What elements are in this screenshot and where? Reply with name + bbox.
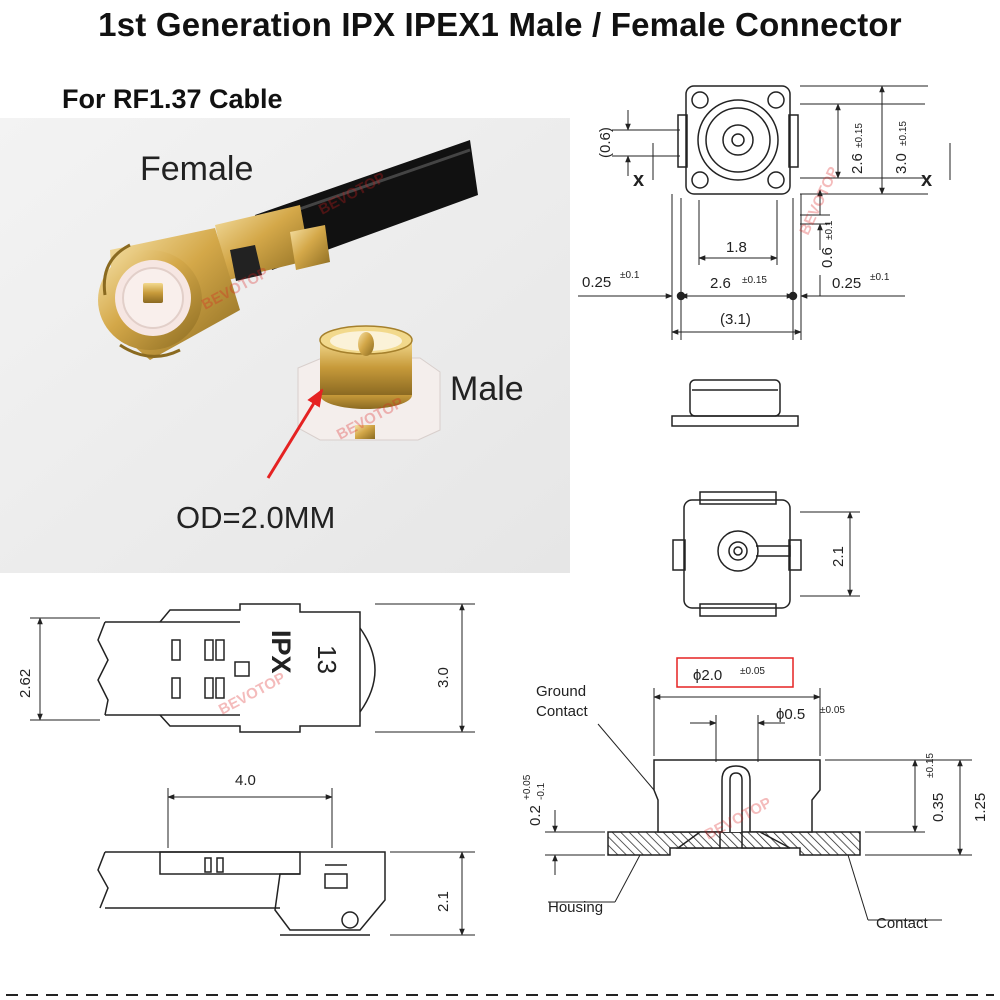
dim-2-6-vertical: 2.6 [849, 153, 866, 174]
page-title: 1st Generation IPX IPEX1 Male / Female C… [98, 6, 902, 43]
contact-label: Contact [876, 915, 929, 932]
male-connector [297, 325, 441, 441]
tol-0-2-plus: +0.05 [522, 774, 533, 800]
tol-0-25-left: ±0.1 [620, 270, 640, 281]
od-label: OD=2.0MM [176, 500, 335, 535]
watermark: BEVOTOP [796, 164, 842, 237]
dim-0-6-paren: (0.6) [597, 127, 614, 158]
female-connector [98, 140, 478, 360]
tol-3-0-vertical: ±0.15 [898, 121, 909, 146]
top-view-dimensions [578, 85, 951, 340]
dim-2-1-plug-side: 2.1 [435, 891, 452, 912]
dim-0-2: 0.2 [527, 805, 544, 826]
receptacle-side-view [671, 379, 799, 427]
housing-label: Housing [548, 899, 603, 916]
dim-0-25-right: 0.25 [832, 275, 861, 292]
dim-4-0: 4.0 [235, 772, 256, 789]
receptacle-bottom-view [672, 491, 802, 617]
page-subtitle: For RF1.37 Cable [62, 84, 283, 114]
plug-side-dimensions [167, 788, 475, 936]
tol-2-6-vertical: ±0.15 [854, 123, 865, 148]
dim-2-1-bottom-view: 2.1 [830, 546, 847, 567]
tol-2-6-horizontal: ±0.15 [742, 275, 767, 286]
plug-marking-13: 13 [312, 645, 342, 674]
male-label: Male [450, 370, 524, 408]
dim-0-6-vertical: 0.6 [819, 247, 836, 268]
dim-3-0-vertical: 3.0 [893, 153, 910, 174]
dim-1-8: 1.8 [726, 239, 747, 256]
tol-0-25-right: ±0.1 [870, 272, 890, 283]
dim-2-6-horizontal: 2.6 [710, 275, 731, 292]
tol-0-2-minus: -0.1 [536, 782, 547, 800]
dim-0-25-left: 0.25 [582, 274, 611, 291]
dim-3-0-plug: 3.0 [435, 667, 452, 688]
phi-2-0-highlight [676, 657, 794, 688]
tol-0-35: ±0.15 [925, 753, 936, 778]
plug-side-view [97, 851, 386, 936]
dim-phi-2-0: ϕ2.0 [693, 667, 722, 684]
section-mark-x-left: x [633, 169, 644, 191]
plug-top-view [97, 603, 376, 733]
section-dimensions [545, 688, 972, 921]
bottom-view-dimensions [800, 511, 860, 597]
plug-marking-ipx: IPX [266, 630, 296, 674]
dim-3-1: (3.1) [720, 311, 751, 328]
tol-phi-2-0: ±0.05 [740, 666, 765, 677]
dim-0-35: 0.35 [930, 793, 947, 822]
plug-top-dimensions [30, 603, 475, 733]
female-label: Female [140, 150, 253, 188]
tol-0-6-vertical: ±0.1 [824, 220, 835, 240]
dim-2-62: 2.62 [17, 669, 34, 698]
od-arrow [266, 388, 324, 479]
section-mark-x-right: x [921, 169, 932, 191]
dim-1-25: 1.25 [972, 793, 989, 822]
product-photo: Female Male OD=2.0MM BEVOTOP BEVOTOP BEV… [0, 118, 570, 573]
watermark: BEVOTOP [216, 669, 289, 718]
receptacle-section-view [607, 759, 861, 856]
receptacle-top-view [676, 85, 799, 301]
dim-phi-0-5: ϕ0.5 [776, 706, 805, 723]
tol-phi-0-5: ±0.05 [820, 705, 845, 716]
ground-contact-label: Ground Contact [536, 683, 588, 720]
